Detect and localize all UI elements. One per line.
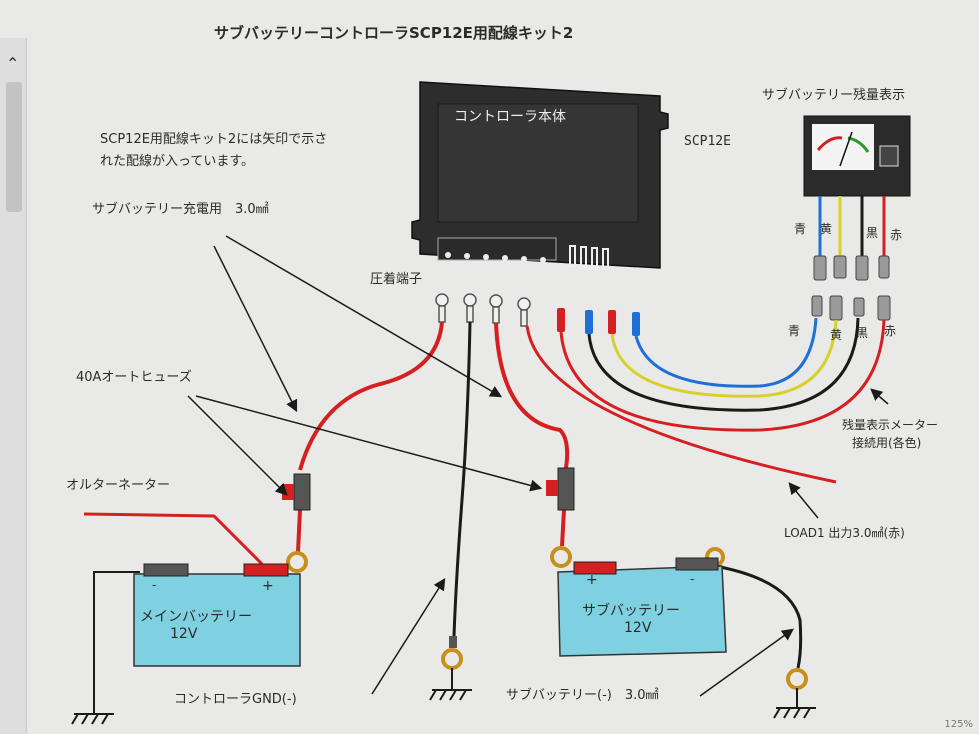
meter-wires bbox=[818, 196, 886, 256]
main-battery-minus: - bbox=[152, 578, 157, 592]
meter-color-top-red: 赤 bbox=[890, 228, 903, 242]
load-output-label: LOAD1 出力3.0㎟(赤) bbox=[784, 526, 905, 540]
meter-color-top-black: 黒 bbox=[866, 226, 879, 240]
auto-fuses bbox=[282, 467, 575, 511]
sub-battery-plus: + bbox=[586, 572, 598, 588]
meter-wire-label-line2: 接続用(各色) bbox=[852, 436, 922, 450]
alternator-wire bbox=[83, 512, 264, 566]
main-battery-name: メインバッテリー bbox=[140, 609, 252, 625]
meter-title: サブバッテリー残量表示 bbox=[762, 88, 906, 103]
meter-color-bottom-yellow: 黄 bbox=[830, 328, 843, 342]
meter-color-top-blue: 青 bbox=[794, 222, 807, 236]
gnd-terminal-sleeve bbox=[449, 636, 457, 648]
controller-gnd-wire bbox=[452, 321, 472, 637]
sub-battery-negative-wire bbox=[714, 564, 803, 669]
pointer-arrows bbox=[187, 235, 889, 697]
meter-color-top-yellow: 黄 bbox=[820, 222, 833, 236]
sub-battery-negative-label: サブバッテリー(-) 3.0㎟ bbox=[506, 688, 659, 703]
scroll-up-arrow-icon[interactable]: ⌃ bbox=[6, 54, 20, 73]
diagram-title: サブバッテリーコントローラSCP12E用配線キット2 bbox=[214, 24, 574, 42]
charge-wire-label: サブバッテリー充電用 3.0㎟ bbox=[92, 202, 269, 217]
sub-battery bbox=[557, 557, 727, 657]
main-battery-ground-wire bbox=[93, 571, 140, 714]
meter-color-bottom-black: 黒 bbox=[856, 326, 869, 340]
ground-symbol-right bbox=[773, 707, 816, 719]
controller-gnd-label: コントローラGND(-) bbox=[174, 692, 297, 707]
fuse-label: 40Aオートヒューズ bbox=[76, 370, 192, 385]
kit-note-line1: SCP12E用配線キット2には矢印で示さ bbox=[100, 132, 328, 147]
main-battery-plus: + bbox=[262, 578, 274, 594]
sub-battery-voltage: 12V bbox=[624, 620, 652, 636]
controller-body bbox=[411, 81, 669, 270]
main-battery-voltage: 12V bbox=[170, 626, 198, 642]
sub-battery-name: サブバッテリー bbox=[582, 603, 680, 619]
vertical-scrollbar[interactable]: ⌃ bbox=[0, 38, 27, 734]
meter-connector-pins bbox=[557, 308, 640, 336]
kit-note-line2: れた配線が入っています。 bbox=[100, 154, 255, 169]
meter-harness bbox=[559, 317, 886, 432]
alternator-label: オルターネーター bbox=[66, 478, 171, 493]
ground-symbol-left bbox=[71, 713, 114, 725]
zoom-level-indicator[interactable]: 125% bbox=[944, 719, 973, 730]
crimp-terminals bbox=[435, 293, 531, 327]
load-wire bbox=[525, 325, 837, 484]
meter-color-bottom-red: 赤 bbox=[884, 324, 897, 338]
ring-terminals bbox=[286, 546, 808, 690]
meter-plugs bbox=[811, 255, 891, 321]
ground-symbol-center bbox=[429, 689, 472, 701]
main-battery bbox=[133, 563, 301, 667]
crimp-terminal-label: 圧着端子 bbox=[370, 272, 423, 287]
sub-battery-minus: - bbox=[690, 572, 695, 586]
model-label: SCP12E bbox=[684, 134, 731, 149]
meter-color-bottom-blue: 青 bbox=[788, 324, 801, 338]
charge-wires bbox=[296, 321, 570, 553]
controller-label: コントローラ本体 bbox=[454, 109, 566, 125]
meter-wire-label-line1: 残量表示メーター bbox=[842, 418, 939, 432]
scroll-thumb[interactable] bbox=[6, 82, 22, 212]
battery-meter bbox=[803, 115, 911, 197]
